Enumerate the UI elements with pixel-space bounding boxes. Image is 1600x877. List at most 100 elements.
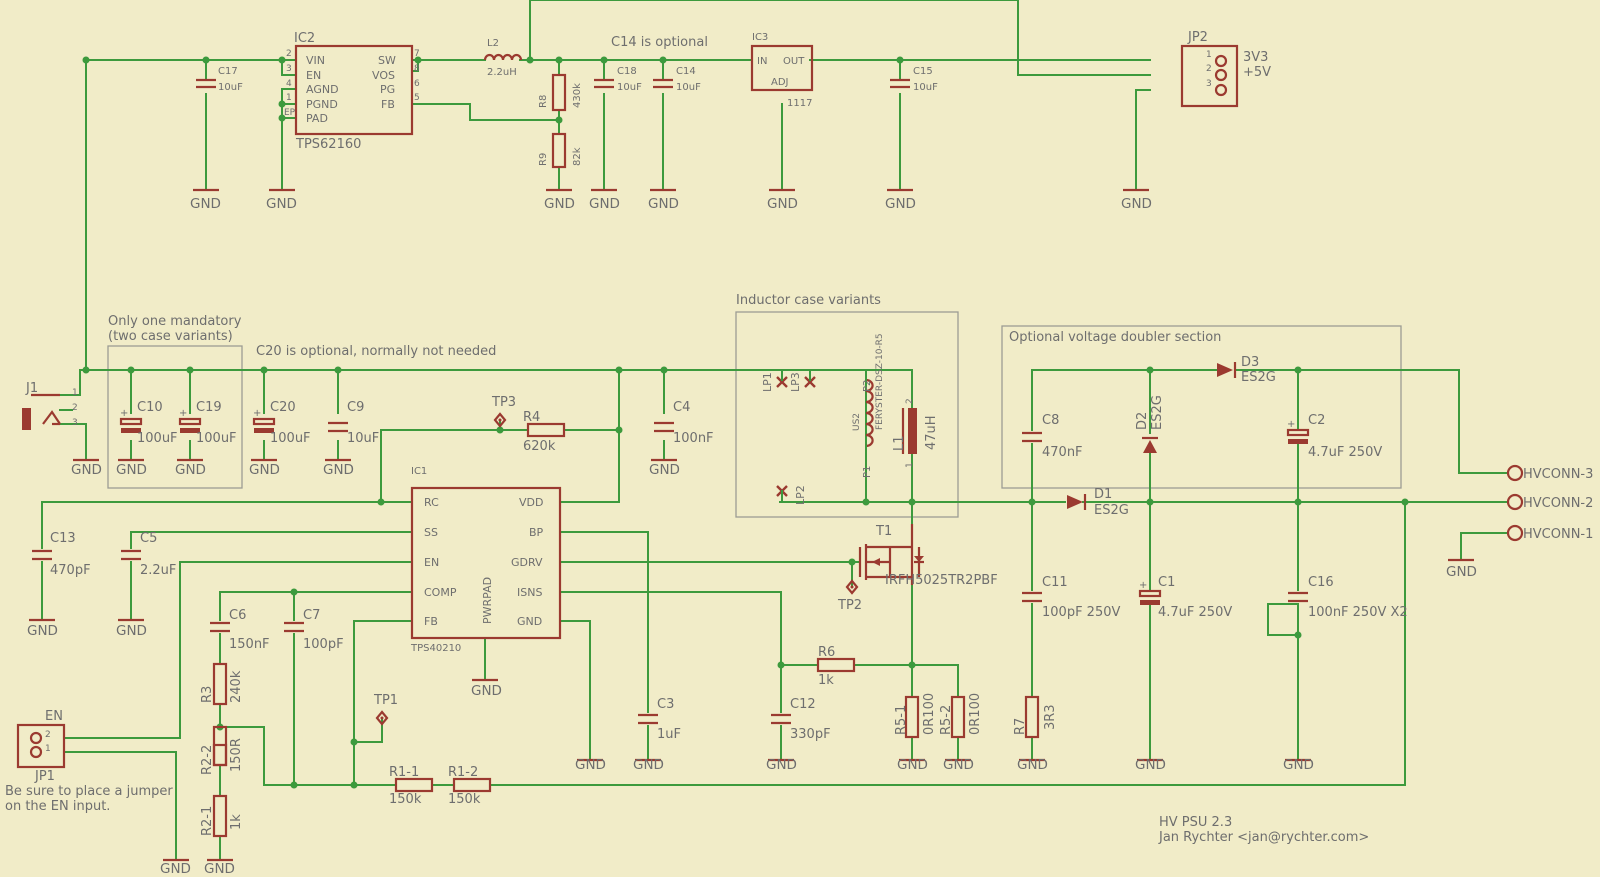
polarity-mark: + xyxy=(1287,419,1295,430)
r4-resistor: R4 620k xyxy=(523,410,566,454)
ic2-pin-num: EP xyxy=(284,108,296,118)
tp3-testpoint: TP3 xyxy=(491,395,516,428)
ic3-ref: IC3 xyxy=(752,32,768,43)
c3-value: 1uF xyxy=(657,727,681,742)
r9-value: 82k xyxy=(572,147,583,166)
gnd-label: GND xyxy=(897,757,928,773)
title-line-1: HV PSU 2.3 xyxy=(1159,815,1232,830)
c1-value: 4.7uF 250V xyxy=(1158,605,1232,620)
c12-capacitor: C12 330pF xyxy=(771,697,831,742)
d2-ref: D2 xyxy=(1135,412,1150,430)
l1-ref: L1 xyxy=(892,435,907,451)
note-c14-optional: C14 is optional xyxy=(611,35,708,50)
jp1-label: EN xyxy=(45,709,63,724)
ic1-name: TPS40210 xyxy=(410,643,461,654)
l2-ref: L2 xyxy=(487,38,499,49)
c2-ref: C2 xyxy=(1308,413,1325,428)
c10-capacitor: + C10 100uF xyxy=(119,400,178,446)
r7-ref: R7 xyxy=(1013,718,1028,735)
j1-pin-num: 3 xyxy=(72,418,78,428)
ic1-pin-ss: SS xyxy=(424,526,438,539)
ic2-pin-num: 5 xyxy=(414,93,420,103)
jp2-header: 1 2 3 JP2 3V3 +5V xyxy=(1180,30,1271,108)
ic2-pin-num: 3 xyxy=(286,64,292,74)
r5-2-ref: R5-2 xyxy=(939,705,954,735)
ic1-pin-isns: ISNS xyxy=(517,586,542,599)
c5-value: 2.2uF xyxy=(140,563,176,578)
tp1-testpoint: TP1 xyxy=(373,693,398,726)
inductor-variants: LP1 LP3 LP2 US2 FERYSTER-DSZ-10-R5 P2 P1… xyxy=(761,333,939,505)
ic2-pin-pad: PAD xyxy=(306,112,328,125)
c3-ref: C3 xyxy=(657,697,674,712)
j1-ref: J1 xyxy=(25,381,38,396)
us2-pin-p1: P1 xyxy=(862,466,873,478)
hvconn-3-label: HVCONN-3 xyxy=(1523,467,1593,482)
gnd-label: GND xyxy=(544,196,575,212)
c14-value: 10uF xyxy=(676,82,701,93)
tp3-ref: TP3 xyxy=(491,395,516,410)
r5-2-resistor: R5-2 0R100 xyxy=(939,693,983,739)
c19-value: 100uF xyxy=(196,431,237,446)
c2-capacitor: + C2 4.7uF 250V xyxy=(1286,413,1382,460)
r6-value: 1k xyxy=(818,673,834,688)
r2-2-resistor: R2-2 150R xyxy=(200,725,244,775)
r1-2-resistor: R1-2 150k xyxy=(448,765,492,807)
r6-ref: R6 xyxy=(818,645,835,660)
ic1-pin-vdd: VDD xyxy=(519,496,543,509)
tp2-testpoint: TP2 xyxy=(837,579,862,613)
l1-pin-num: 1 xyxy=(905,462,915,468)
ic1-pin-gdrv: GDRV xyxy=(511,556,543,569)
c4-value: 100nF xyxy=(673,431,714,446)
c3-capacitor: C3 1uF xyxy=(638,697,681,742)
lp1-ref: LP1 xyxy=(761,372,774,392)
r3-resistor: R3 240k xyxy=(200,662,244,706)
ic2-pin-en: EN xyxy=(306,69,321,82)
gnd-label: GND xyxy=(1283,757,1314,773)
d3-value: ES2G xyxy=(1241,370,1276,385)
c16-value: 100nF 250V X2 xyxy=(1308,605,1408,620)
r8-ref: R8 xyxy=(538,95,549,108)
us2-part: FERYSTER-DSZ-10-R5 xyxy=(875,333,885,430)
r9-ref: R9 xyxy=(538,153,549,166)
c7-value: 100pF xyxy=(303,637,344,652)
r1-2-ref: R1-2 xyxy=(448,765,478,780)
t1-ref: T1 xyxy=(875,524,892,539)
c4-ref: C4 xyxy=(673,400,690,415)
c8-value: 470nF xyxy=(1042,445,1083,460)
gnd-label: GND xyxy=(1121,196,1152,212)
d1-diode: D1 ES2G xyxy=(1067,487,1129,518)
gnd-label: GND xyxy=(175,462,206,478)
c9-ref: C9 xyxy=(347,400,364,415)
gnd-label: GND xyxy=(323,462,354,478)
ic2-pin-num: 7 xyxy=(414,49,420,59)
gnd-label: GND xyxy=(575,757,606,773)
lp2-ref: LP2 xyxy=(794,485,807,505)
d3-ref: D3 xyxy=(1241,355,1259,370)
ic2-pin-pg: PG xyxy=(380,83,395,96)
l2-value: 2.2uH xyxy=(487,67,517,78)
frame-note-mandatory: Only one mandatory xyxy=(108,314,242,329)
r5-2-value: 0R100 xyxy=(968,693,983,735)
gnd-label: GND xyxy=(885,196,916,212)
gnd-label: GND xyxy=(116,462,147,478)
r2-1-resistor: R2-1 1k xyxy=(200,794,244,838)
t1-value: IRFH5025TR2PBF xyxy=(885,573,998,588)
c13-capacitor: C13 470pF xyxy=(32,531,91,578)
jp2-pin-num: 2 xyxy=(1206,64,1212,74)
c14-capacitor: C14 10uF xyxy=(653,66,701,93)
gnd-label: GND xyxy=(633,757,664,773)
c18-value: 10uF xyxy=(617,82,642,93)
note-c20-optional: C20 is optional, normally not needed xyxy=(256,344,496,359)
c17-capacitor: C17 10uF xyxy=(196,66,243,93)
gnd-label: GND xyxy=(266,196,297,212)
r7-resistor: R7 3R3 xyxy=(1013,695,1058,739)
c14-ref: C14 xyxy=(676,66,696,77)
c20-capacitor: + C20 100uF xyxy=(252,400,311,446)
ic3-pin-adj: ADJ xyxy=(771,77,789,88)
r6-resistor: R6 1k xyxy=(816,645,856,688)
c9-capacitor: C9 10uF xyxy=(328,400,379,446)
gnd-label: GND xyxy=(1135,757,1166,773)
ic2-pin-num: 4 xyxy=(286,79,292,89)
c8-ref: C8 xyxy=(1042,413,1059,428)
l1-pin-num: 2 xyxy=(905,398,915,404)
